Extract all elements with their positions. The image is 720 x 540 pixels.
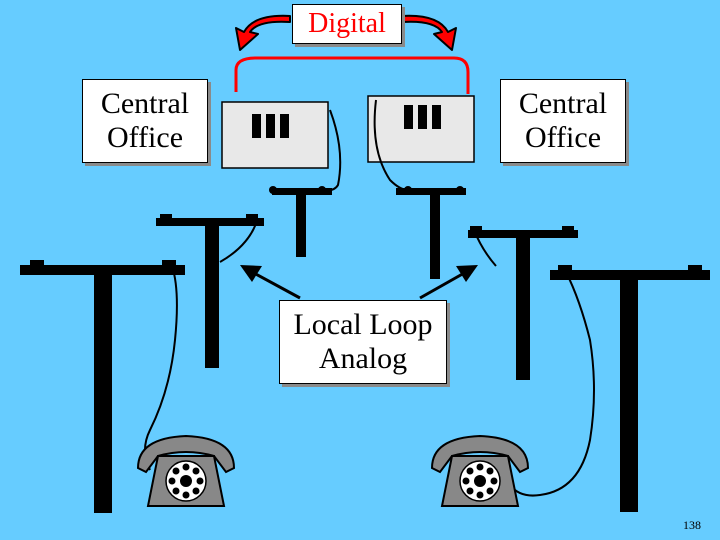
- page-number: 138: [683, 518, 701, 533]
- arrow-to-left-pole-icon: [240, 265, 300, 298]
- telephone-pole-icon: [269, 186, 332, 257]
- digital-link-line: [236, 58, 468, 94]
- switch-panel-right-icon: [368, 96, 474, 162]
- rotary-phone-left-icon: [138, 436, 234, 506]
- curved-arrow-left-icon: [236, 16, 290, 50]
- digital-label-text: Digital: [308, 8, 386, 40]
- switch-panel-left-icon: [222, 102, 328, 168]
- telephone-pole-icon: [396, 186, 466, 279]
- central-office-left-line1: Central: [101, 87, 189, 122]
- central-office-left-line2: Office: [101, 121, 189, 156]
- rotary-phone-right-icon: [432, 436, 528, 506]
- central-office-right-label: Central Office: [500, 79, 626, 163]
- central-office-left-label: Central Office: [82, 79, 208, 163]
- central-office-right-line2: Office: [519, 121, 607, 156]
- local-loop-label: Local Loop Analog: [279, 300, 447, 384]
- telephone-pole-icon: [550, 265, 710, 512]
- local-loop-line2: Analog: [293, 342, 432, 377]
- curved-arrow-right-icon: [402, 16, 456, 50]
- central-office-right-line1: Central: [519, 87, 607, 122]
- digital-label: Digital: [292, 4, 402, 44]
- arrow-to-right-pole-icon: [420, 265, 478, 298]
- local-loop-line1: Local Loop: [293, 308, 432, 343]
